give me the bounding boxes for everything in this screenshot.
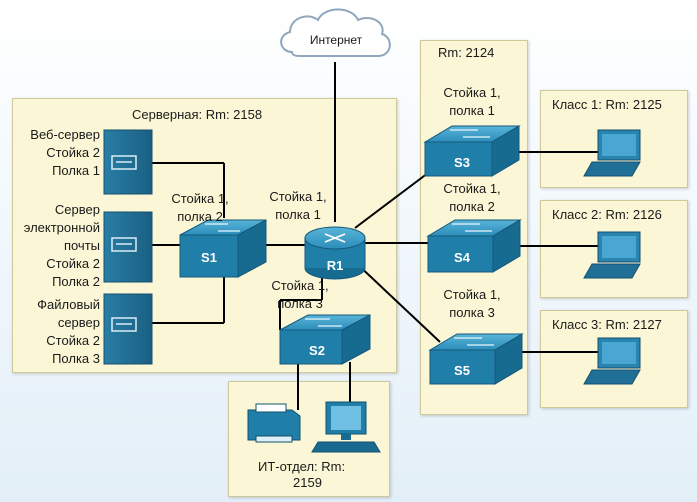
laptop-class3-icon xyxy=(583,337,641,385)
switch-s1-icon: S1 xyxy=(179,219,267,278)
desktop-pc-icon xyxy=(311,401,381,453)
it-room-title-line2: 2159 xyxy=(293,475,322,490)
r1-label: R1 xyxy=(327,258,344,273)
file-server-label: Файловый сервер Стойка 2 Полка 3 xyxy=(37,297,100,366)
link-r1-s5 xyxy=(354,261,441,343)
class2-title: Класс 2: Rm: 2126 xyxy=(552,207,662,222)
s5-label: S5 xyxy=(454,363,470,378)
switch-s5-icon: S5 xyxy=(428,333,524,385)
it-room xyxy=(228,381,390,497)
s1-rack-label: Стойка 1, полка 2 xyxy=(171,191,229,224)
server-room-title: Серверная: Rm: 2158 xyxy=(132,107,263,122)
s2-rack-label: Стойка 1, полка 3 xyxy=(271,278,329,311)
switch-s2-icon: S2 xyxy=(279,314,371,365)
r1-rack-label: Стойка 1, полка 1 xyxy=(269,189,327,222)
s3-label: S3 xyxy=(454,155,470,170)
mail-server-label: Сервер электронной почты Стойка 2 Полка … xyxy=(23,202,100,289)
file-server-icon xyxy=(103,293,153,365)
web-server-label: Веб-сервер Стойка 2 Полка 1 xyxy=(30,127,100,178)
printer-icon xyxy=(247,403,301,443)
switch-s3-icon: S3 xyxy=(423,125,521,177)
internet-cloud-icon: Интернет xyxy=(280,8,391,57)
web-server-icon xyxy=(103,129,153,195)
it-room-title-line1: ИТ-отдел: Rm: xyxy=(258,459,346,474)
s1-label: S1 xyxy=(201,250,217,265)
mid-room-title: Rm: 2124 xyxy=(438,45,495,60)
switch-s4-icon: S4 xyxy=(426,219,522,273)
internet-label: Интернет xyxy=(310,33,363,47)
s5-rack-label: Стойка 1, полка 3 xyxy=(443,287,501,320)
router-r1-icon: R1 xyxy=(304,226,366,280)
link-r1-s3 xyxy=(354,169,433,229)
mail-server-icon xyxy=(103,211,153,283)
class1-title: Класс 1: Rm: 2125 xyxy=(552,97,662,112)
class3-title: Класс 3: Rm: 2127 xyxy=(552,317,662,332)
s3-rack-label: Стойка 1, полка 1 xyxy=(443,85,501,118)
s2-label: S2 xyxy=(309,343,325,358)
laptop-class1-icon xyxy=(583,129,641,177)
s4-rack-label: Стойка 1, полка 2 xyxy=(443,181,501,214)
s4-label: S4 xyxy=(454,250,471,265)
laptop-class2-icon xyxy=(583,231,641,279)
